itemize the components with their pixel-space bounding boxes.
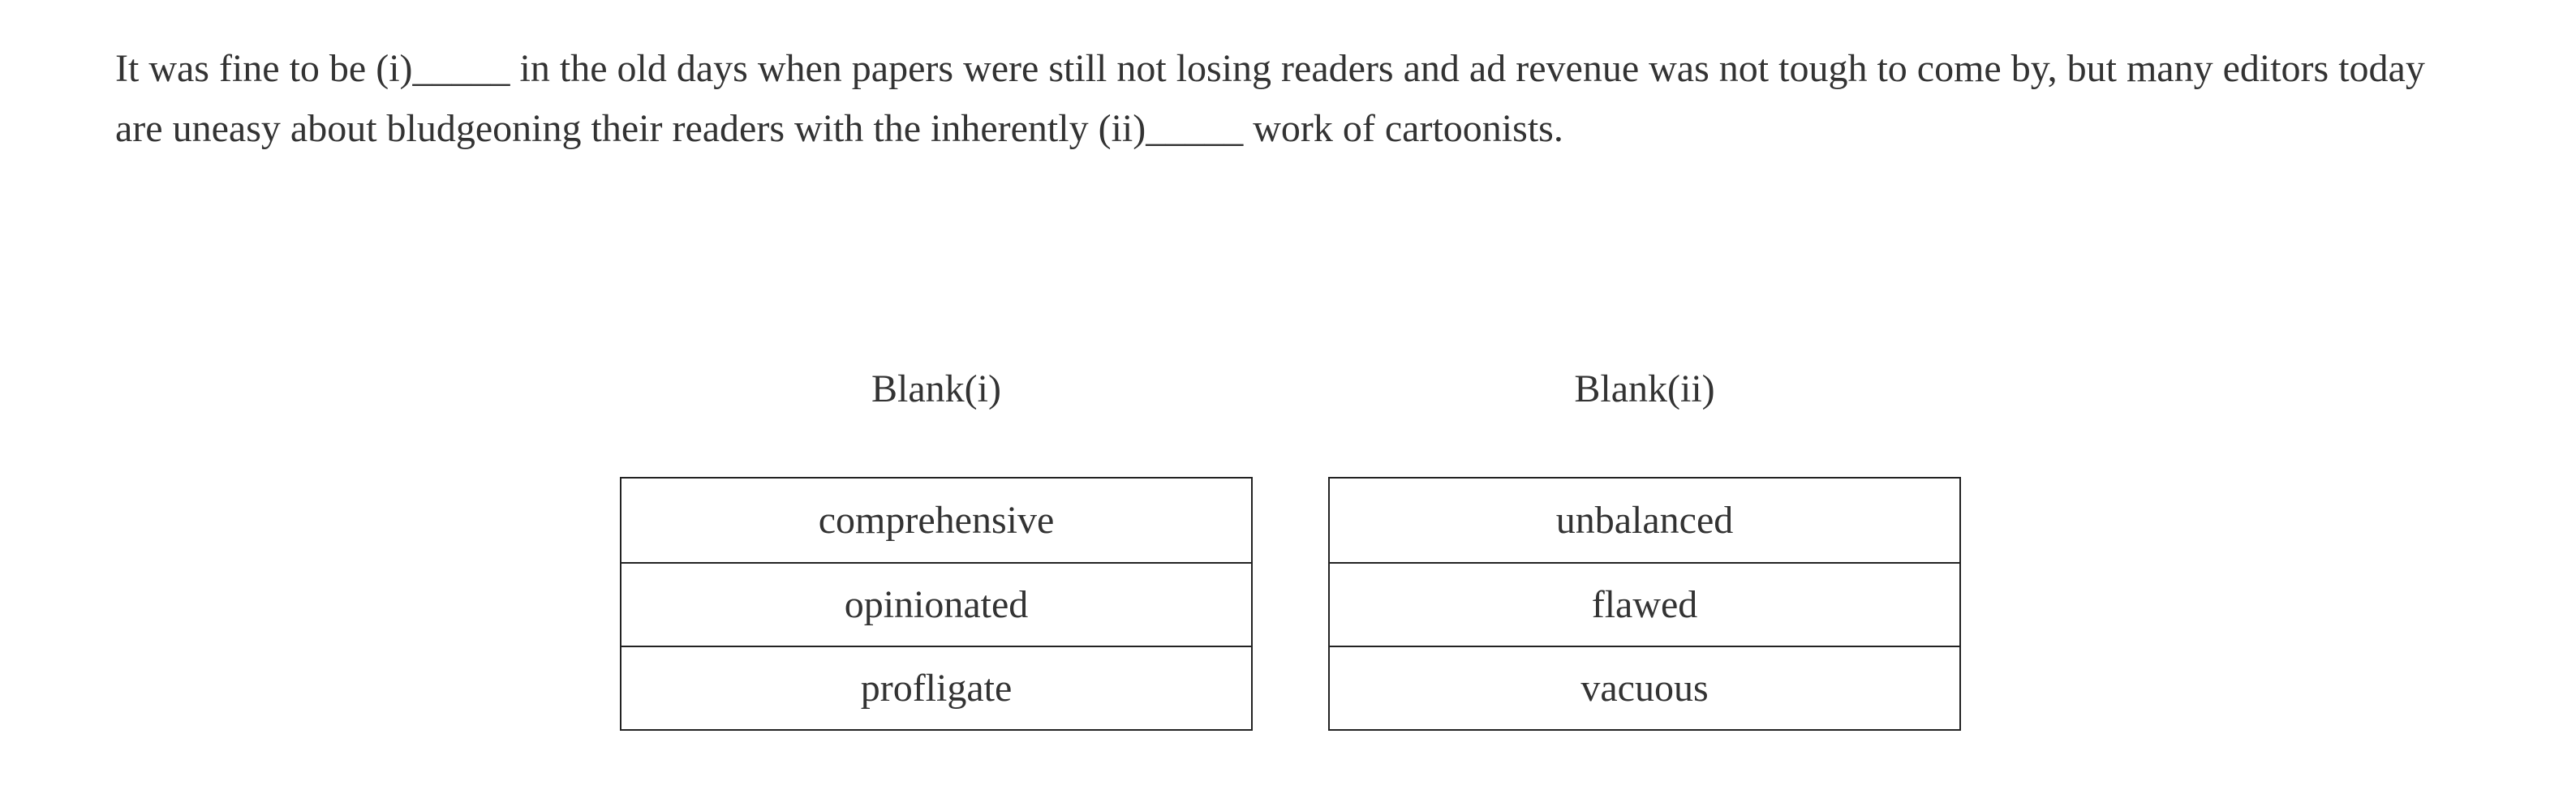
blank-ii-options: unbalanced flawed vacuous (1328, 477, 1961, 731)
blank-i-options: comprehensive opinionated profligate (620, 477, 1253, 731)
blank-i-option[interactable]: profligate (621, 646, 1251, 729)
blank-ii-option[interactable]: vacuous (1330, 646, 1959, 729)
blank-i-option[interactable]: opinionated (621, 562, 1251, 646)
blank-i-option[interactable]: comprehensive (818, 499, 1055, 542)
blank-i-heading: Blank(i) (871, 367, 1001, 410)
blank-ii-heading: Blank(ii) (1574, 367, 1715, 410)
blank-ii-option[interactable]: unbalanced (1555, 499, 1734, 542)
blank-i-column: Blank(i) comprehensive opinionated profl… (620, 365, 1253, 731)
question-text: It was fine to be (i)_____ in the old da… (115, 47, 2425, 150)
blank-ii-option[interactable]: flawed (1330, 562, 1959, 646)
blank-ii-column: Blank(ii) unbalanced flawed vacuous (1328, 365, 1961, 731)
